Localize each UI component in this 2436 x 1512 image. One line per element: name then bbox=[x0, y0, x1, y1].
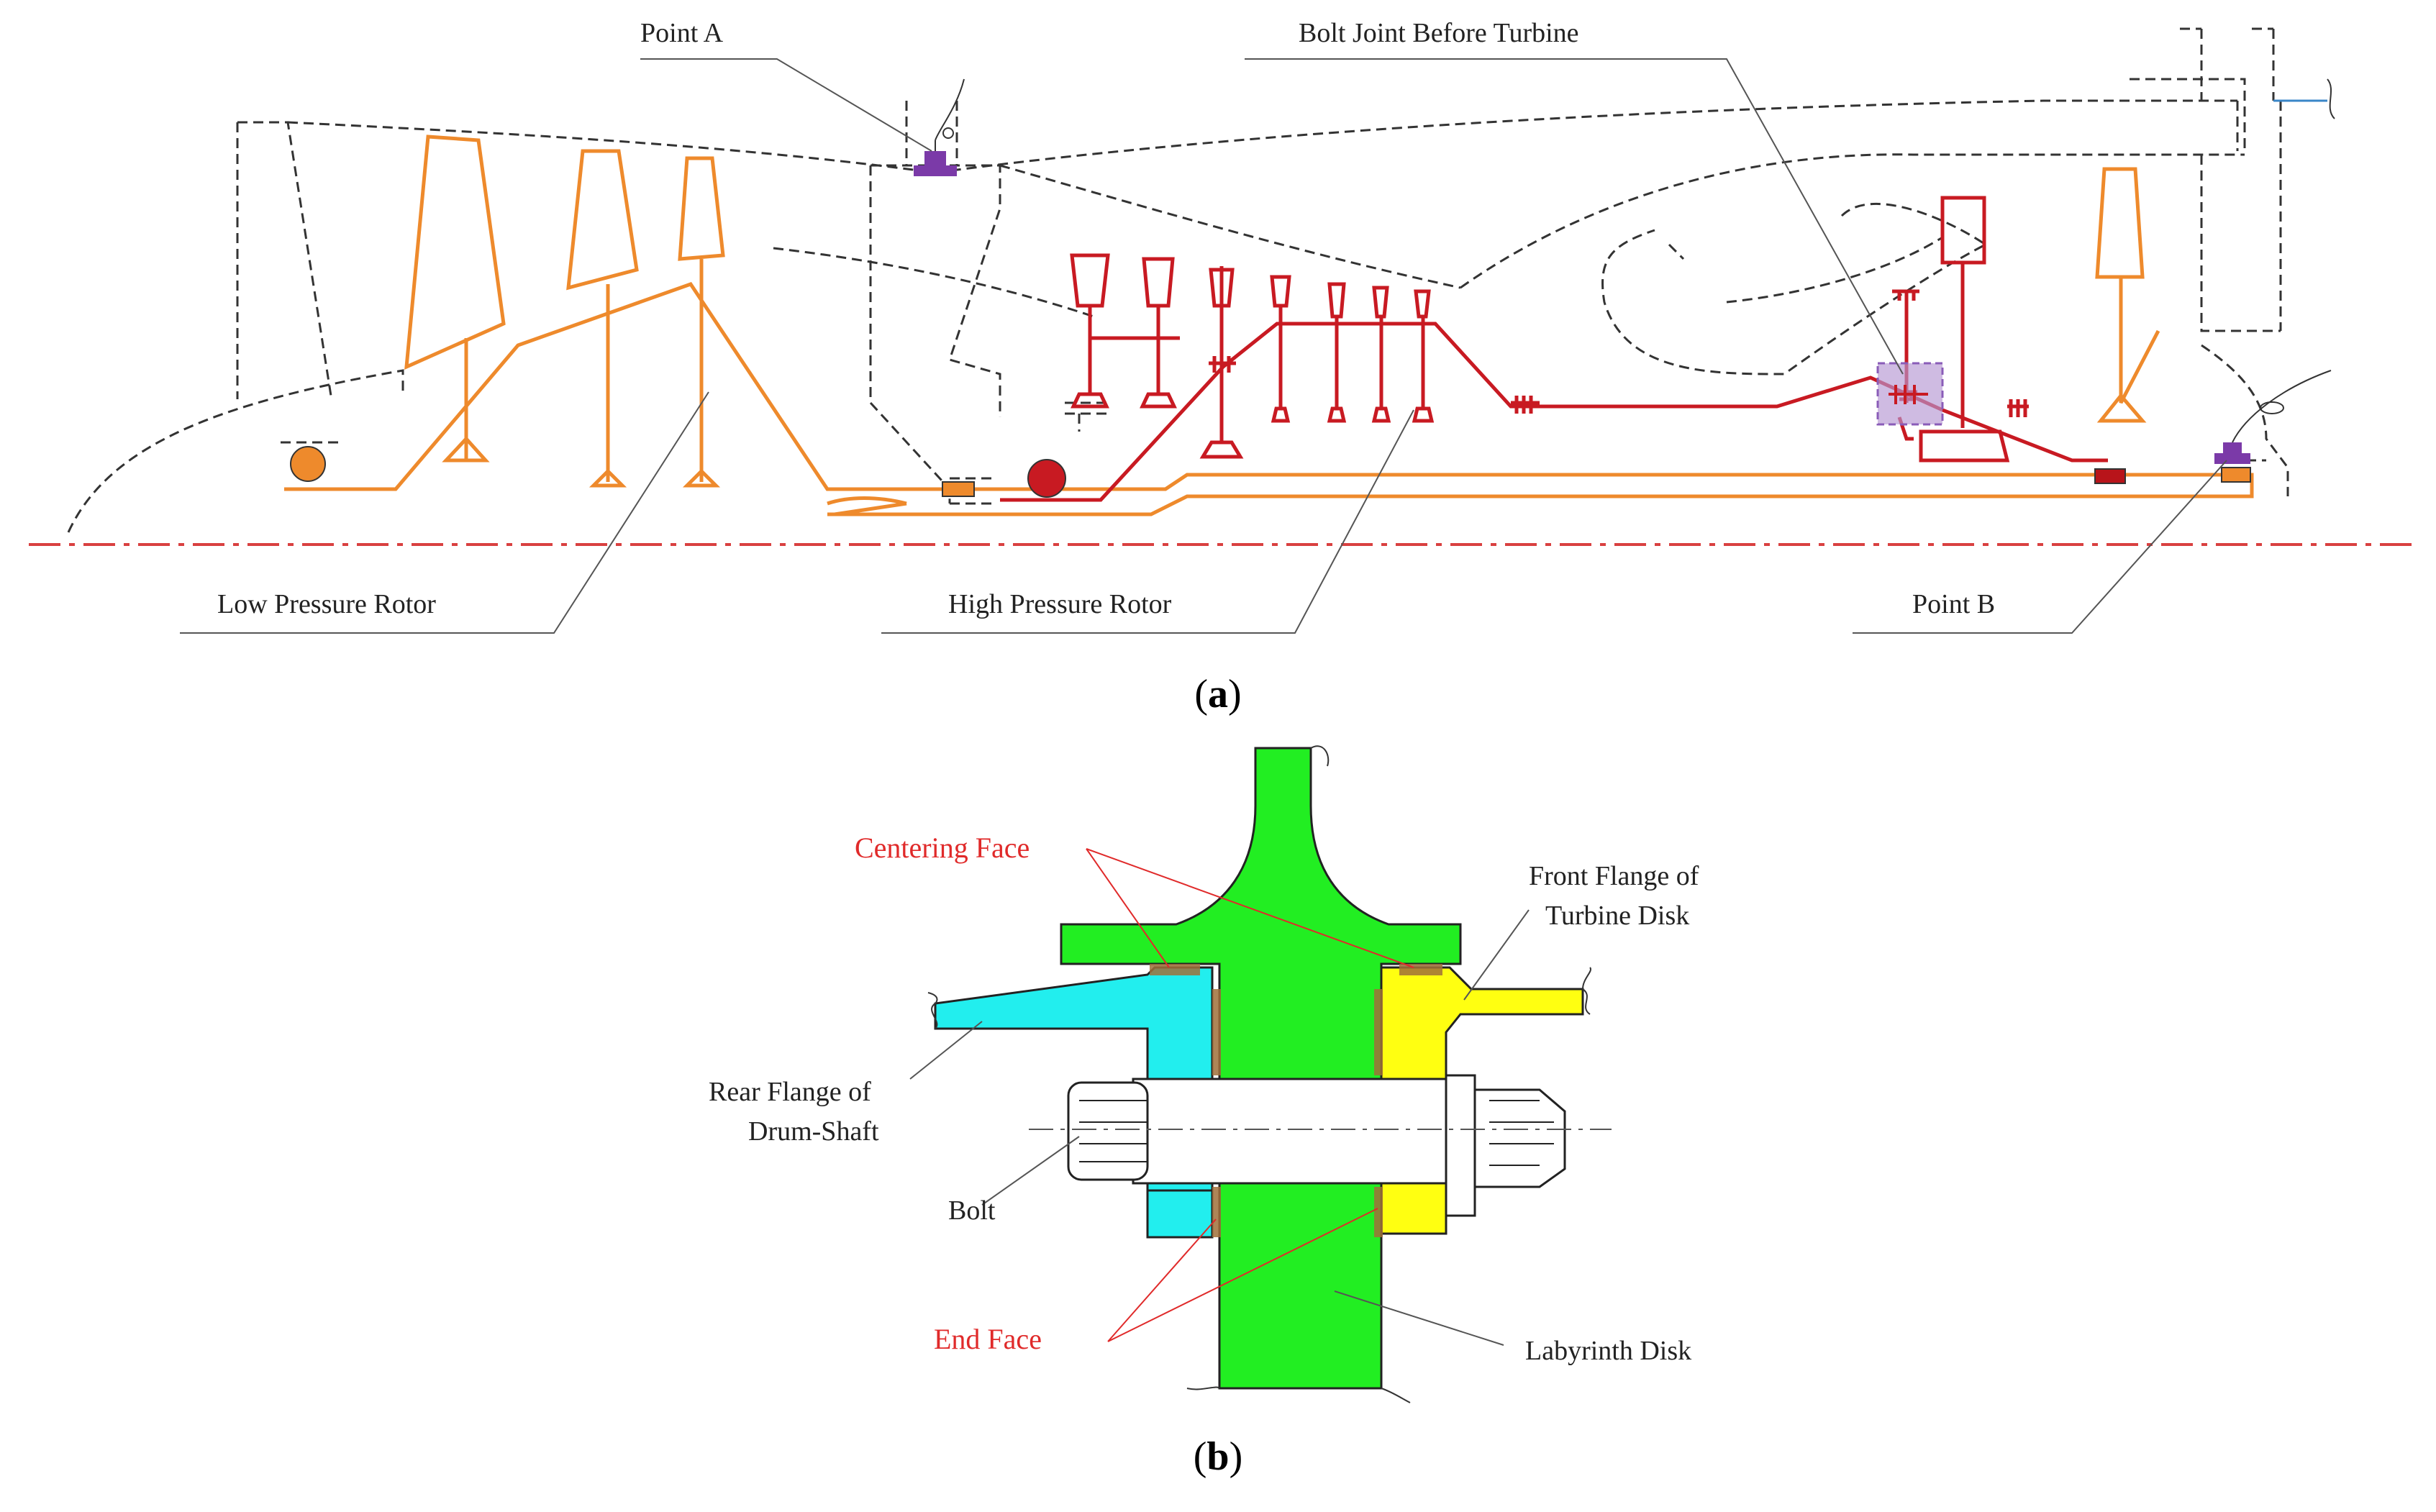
casing-dashed-outline bbox=[67, 27, 2289, 533]
centering-face-label: Centering Face bbox=[855, 832, 1030, 864]
rear-flange-label-line2: Drum-Shaft bbox=[748, 1116, 879, 1147]
bolt-shape bbox=[1067, 1074, 1566, 1217]
break-marks bbox=[927, 745, 1591, 1403]
bolt-joint-symbol-icon bbox=[1889, 385, 1928, 404]
lp-rear-bearing-icon bbox=[2221, 467, 2251, 483]
end-face-right-upper bbox=[1374, 989, 1383, 1075]
point-a-marker-icon bbox=[914, 78, 965, 176]
end-face-left-upper bbox=[1212, 989, 1221, 1075]
panel-a-leader-lines bbox=[180, 58, 2227, 634]
bolt-joint-label: Bolt Joint Before Turbine bbox=[1299, 18, 1579, 48]
centering-face-right bbox=[1399, 964, 1442, 975]
nozzle-break-mark bbox=[2327, 78, 2335, 119]
hp-front-bearing-icon bbox=[1027, 459, 1066, 498]
centering-face-left bbox=[1150, 964, 1200, 975]
contact-faces bbox=[1150, 964, 1442, 1237]
end-face-label: End Face bbox=[934, 1323, 1042, 1355]
hp-rear-bearing-icon bbox=[2094, 468, 2126, 484]
low-pressure-rotor-label: Low Pressure Rotor bbox=[217, 589, 436, 619]
panel-b-caption: (b) bbox=[1194, 1434, 1242, 1479]
panel-a-engine-cross-section: Point A Bolt Joint Before Turbine Low Pr… bbox=[29, 18, 2417, 716]
lp-mid-bearing-icon bbox=[942, 481, 975, 497]
high-pressure-rotor-label: High Pressure Rotor bbox=[948, 589, 1172, 619]
labyrinth-disk-label: Labyrinth Disk bbox=[1525, 1336, 1691, 1366]
panel-b-bolt-joint-detail: Centering Face Front Flange of Turbine D… bbox=[709, 745, 1699, 1479]
end-face-right-lower bbox=[1374, 1187, 1383, 1237]
panel-a-caption: (a) bbox=[1194, 672, 1241, 716]
low-pressure-rotor-shape bbox=[284, 135, 2254, 516]
front-flange-label-line1: Front Flange of bbox=[1529, 861, 1699, 891]
end-face-left-lower bbox=[1212, 1187, 1221, 1237]
rear-flange-lower-part bbox=[1146, 1189, 1214, 1239]
point-b-marker-icon bbox=[2214, 370, 2332, 464]
front-flange-label-line2: Turbine Disk bbox=[1545, 901, 1689, 931]
point-b-label: Point B bbox=[1912, 589, 1995, 619]
lp-front-bearing-icon bbox=[290, 446, 326, 482]
bolt-label: Bolt bbox=[948, 1196, 996, 1226]
rear-flange-label-line1: Rear Flange of bbox=[709, 1077, 871, 1107]
point-a-label: Point A bbox=[640, 18, 724, 48]
panel-b-leader-lines bbox=[909, 848, 1530, 1346]
high-pressure-rotor-shape bbox=[1000, 196, 2108, 502]
